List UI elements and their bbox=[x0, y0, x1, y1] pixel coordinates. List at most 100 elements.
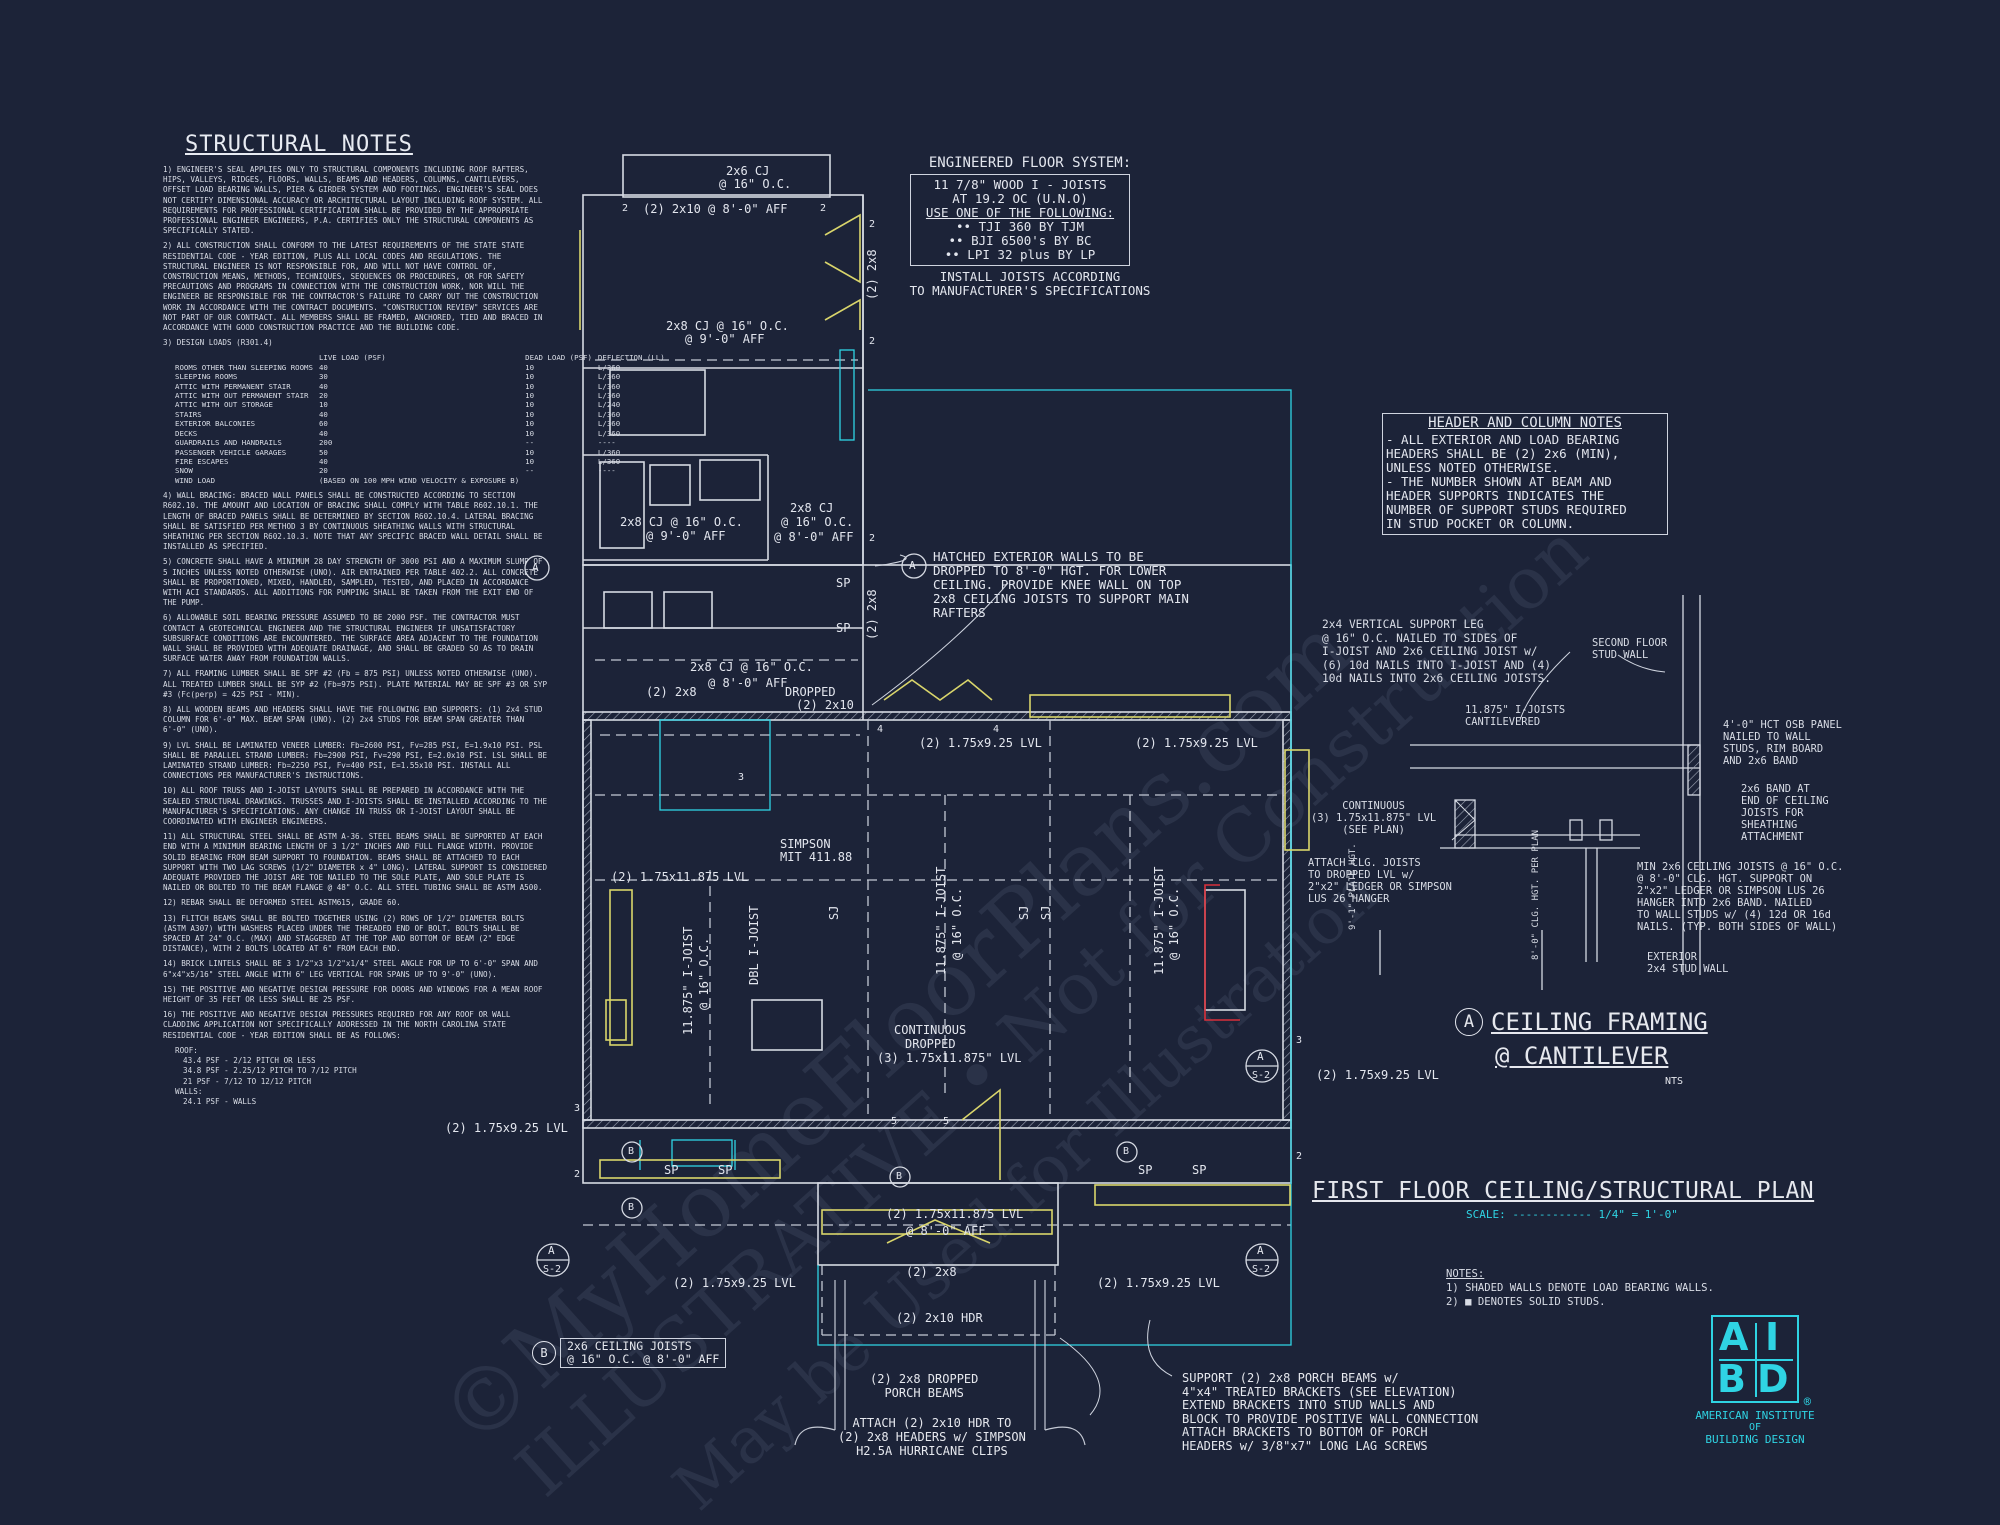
wall-pressures: 24.1 PSF - WALLS bbox=[183, 1097, 548, 1107]
porch-note-line: PORCH BEAMS bbox=[884, 1386, 964, 1400]
porch-support-note: SUPPORT (2) 2x8 PORCH BEAMS w/4"x4" TREA… bbox=[1182, 1371, 1478, 1454]
attach-hdr-note: ATTACH (2) 2x10 HDR TO(2) 2x8 HEADERS w/… bbox=[838, 1416, 1026, 1458]
logo-line-1: AMERICAN INSTITUTE bbox=[1695, 1409, 1815, 1422]
structural-notes-title: STRUCTURAL NOTES bbox=[185, 132, 413, 157]
design-loads-cell: GUARDRAILS AND HANDRAILS bbox=[175, 438, 282, 448]
design-loads-cell: 10 bbox=[525, 391, 535, 401]
structural-notes-list-b: 4) WALL BRACING: BRACED WALL PANELS SHAL… bbox=[163, 491, 548, 1041]
detail-note-line: HANGER INTO 2x6 BAND. NAILED bbox=[1637, 897, 1813, 909]
logo-reg: ® bbox=[1803, 1395, 1811, 1409]
notes-bottom: NOTES: 1) SHADED WALLS DENOTE LOAD BEARI… bbox=[1446, 1267, 1714, 1309]
plan-scale: SCALE: ------------ 1/4" = 1'-0" bbox=[1466, 1208, 1678, 1221]
structural-notes: STRUCTURAL NOTES 1) ENGINEER'S SEAL APPL… bbox=[163, 132, 665, 1107]
structural-note-item: 1) ENGINEER'S SEAL APPLIES ONLY TO STRUC… bbox=[163, 165, 543, 236]
logo-letter-d: D bbox=[1757, 1357, 1789, 1401]
design-loads-cell: PASSENGER VEHICLE GARAGES bbox=[175, 447, 287, 457]
logo-letter-a: A bbox=[1719, 1315, 1749, 1359]
floor-system-install-2: TO MANUFACTURER'S SPECIFICATIONS bbox=[909, 283, 1151, 298]
header-column-notes: HEADER AND COLUMN NOTES - ALL EXTERIOR A… bbox=[1382, 413, 1668, 535]
floor-system-line-2: AT 19.2 OC (U.N.O) bbox=[952, 191, 1088, 206]
detail-note-line: ATTACHMENT bbox=[1741, 831, 1804, 843]
design-loads-cell: 10 bbox=[525, 419, 535, 429]
design-loads-cell: L/360 bbox=[597, 409, 621, 419]
notes-bottom-line-2: 2) ■ DENOTES SOLID STUDS. bbox=[1446, 1296, 1606, 1308]
logo-line-2: OF bbox=[1748, 1422, 1762, 1433]
aibd-logo: A I B D ® AMERICAN INSTITUTE OF BUILDING… bbox=[1680, 1315, 1830, 1446]
detail-a-nts: NTS bbox=[1665, 1076, 1684, 1087]
main-block-walls bbox=[582, 564, 1292, 1184]
detail-note-line: EXTERIOR bbox=[1647, 951, 1698, 963]
design-loads-cell: 20 bbox=[318, 391, 328, 401]
detail-note-line: TO WALL STUDS w/ (4) 12d OR 16d bbox=[1637, 909, 1831, 921]
detail-note-line: 2x6 BAND AT bbox=[1741, 783, 1810, 795]
design-loads-cell: SLEEPING ROOMS bbox=[175, 372, 238, 382]
header-note-line: HEADER SUPPORTS INDICATES THE bbox=[1386, 488, 1605, 503]
logo-line-3: BUILDING DESIGN bbox=[1705, 1433, 1805, 1446]
structural-note-item: 14) BRICK LINTELS SHALL BE 3 1/2"x3 1/2"… bbox=[163, 959, 538, 979]
design-loads-row: WIND LOAD(BASED ON 100 MPH WIND VELOCITY… bbox=[175, 476, 671, 485]
aibd-logo-mark: A I B D ® bbox=[1711, 1315, 1811, 1409]
support-note-line: EXTEND BRACKETS INTO STUD WALLS AND bbox=[1182, 1398, 1435, 1413]
design-loads-cell: L/360 bbox=[597, 381, 621, 391]
detail-a-title: A CEILING FRAMING @ CANTILEVER NTS bbox=[1455, 1008, 1708, 1087]
design-loads-cell: -- bbox=[525, 466, 535, 476]
roof-pressure-row: 34.8 PSF - 2.25/12 PITCH TO 7/12 PITCH bbox=[183, 1066, 357, 1076]
detail-note-line: @ 16" O.C. NAILED TO SIDES OF bbox=[1322, 631, 1518, 645]
design-loads-cell: 10 bbox=[525, 456, 535, 466]
wall-pressure-row: 24.1 PSF - WALLS bbox=[183, 1096, 257, 1106]
header-note-line: HEADERS SHALL BE (2) 2x6 (MIN), bbox=[1386, 446, 1620, 461]
design-loads-cell: ROOMS OTHER THAN SLEEPING ROOMS bbox=[175, 362, 313, 372]
design-loads-cell: 30 bbox=[318, 372, 328, 382]
structural-note-item: 15) THE POSITIVE AND NEGATIVE DESIGN PRE… bbox=[163, 984, 543, 1005]
detail-continuous: CONTINUOUS(3) 1.75x11.875" LVL(SEE PLAN) bbox=[1311, 800, 1436, 836]
design-loads-cell: 40 bbox=[318, 409, 328, 419]
design-loads-cell: L/240 bbox=[597, 400, 621, 410]
floor-system-option-3: •• LPI 32 plus BY LP bbox=[944, 247, 1096, 262]
hatched-note-line: HATCHED EXTERIOR WALLS TO BE bbox=[933, 549, 1144, 564]
design-loads-cell: ATTIC WITH PERMANENT STAIR bbox=[175, 381, 291, 391]
design-loads-cell: ATTIC WITH OUT PERMANENT STAIR bbox=[175, 391, 309, 401]
roof-label: ROOF: bbox=[175, 1045, 198, 1055]
joists-line-2: @ 16" O.C. @ 8'-0" AFF bbox=[567, 1352, 720, 1366]
support-note-line: HEADERS w/ 3/8"x7" LONG LAG SCREWS bbox=[1182, 1438, 1428, 1453]
header-note-line: - ALL EXTERIOR AND LOAD BEARING bbox=[1386, 432, 1620, 447]
design-loads-cell: 10 bbox=[525, 447, 535, 457]
structural-note-item: 16) THE POSITIVE AND NEGATIVE DESIGN PRE… bbox=[163, 1010, 511, 1040]
roof-pressure-row: 21 PSF - 7/12 TO 12/12 PITCH bbox=[183, 1076, 312, 1086]
design-loads-cell: 20 bbox=[318, 466, 328, 476]
detail-note-line: TO DROPPED LVL w/ bbox=[1308, 869, 1415, 881]
design-loads-cell: ---- bbox=[597, 438, 616, 448]
detail-note-line: ATTACH CLG. JOISTS bbox=[1308, 857, 1421, 869]
design-loads-cell: 40 bbox=[318, 381, 328, 391]
design-loads-cell: 10 bbox=[525, 381, 535, 391]
detail-note-line: (3) 1.75x11.875" LVL bbox=[1311, 812, 1437, 824]
joists-tag-b: B bbox=[532, 1341, 556, 1365]
detail-note-line: NAILS. (TYP. BOTH SIDES OF WALL) bbox=[1637, 921, 1838, 933]
detail-note-line: 2"x2" LEDGER OR SIMPSON bbox=[1308, 881, 1452, 893]
detail-note-line: JOISTS FOR bbox=[1741, 807, 1804, 819]
support-note-line: ATTACH BRACKETS TO BOTTOM OF PORCH bbox=[1182, 1425, 1428, 1440]
design-loads-cell: 10 bbox=[525, 372, 535, 382]
design-loads-cell: (BASED ON 100 MPH WIND VELOCITY & EXPOSU… bbox=[318, 475, 520, 485]
notes-bottom-title: NOTES: bbox=[1446, 1268, 1485, 1280]
header-note-line: - THE NUMBER SHOWN AT BEAM AND bbox=[1386, 474, 1612, 489]
detail-note-line: 2x4 VERTICAL SUPPORT LEG bbox=[1322, 618, 1484, 631]
design-loads-cell: DEFLECTION (LL) bbox=[597, 353, 665, 363]
design-loads-cell: 10 bbox=[525, 428, 535, 438]
design-loads-cell: 10 bbox=[525, 362, 535, 372]
plan-title-block: FIRST FLOOR CEILING/STRUCTURAL PLAN SCAL… bbox=[1312, 1178, 1814, 1221]
design-loads-cell: L/360 bbox=[597, 428, 621, 438]
detail-note-line: CONTINUOUS bbox=[1342, 800, 1405, 812]
detail-note-line: AND 2x6 BAND bbox=[1723, 755, 1799, 767]
